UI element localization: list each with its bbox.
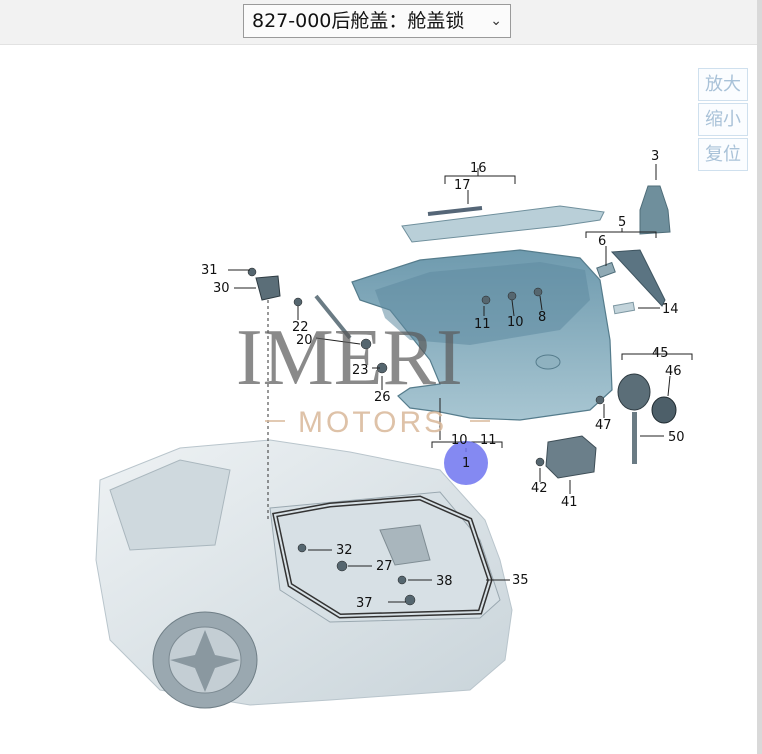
callout-38[interactable]: 38 xyxy=(436,574,453,589)
callout-37[interactable]: 37 xyxy=(356,596,373,611)
callout-41[interactable]: 41 xyxy=(561,495,578,510)
emblem-housing-illustration xyxy=(617,373,651,411)
callout-30[interactable]: 30 xyxy=(213,281,230,296)
reset-button[interactable]: 复位 xyxy=(698,138,748,171)
watermark-sub: MOTORS xyxy=(298,406,447,439)
callout-10a[interactable]: 10 xyxy=(507,315,524,330)
part-select-dropdown[interactable]: 827-000后舱盖：舱盖锁 ⌄ xyxy=(243,4,511,38)
callout-1-highlight[interactable] xyxy=(444,441,488,485)
callout-26[interactable]: 26 xyxy=(374,390,391,405)
gas-strut-illustration xyxy=(314,294,352,340)
callout-17[interactable]: 17 xyxy=(454,178,471,193)
callout-16[interactable]: 16 xyxy=(470,161,487,176)
zoom-out-button[interactable]: 缩小 xyxy=(698,103,748,136)
parts-diagram: IMERI MOTORS 16 17 3 5 6 14 31 30 22 20 … xyxy=(95,149,693,709)
callout-11a[interactable]: 11 xyxy=(474,317,491,332)
callout-42[interactable]: 42 xyxy=(531,481,548,496)
pad-illustration xyxy=(596,261,616,279)
callout-8[interactable]: 8 xyxy=(538,310,546,325)
watermark-brand: IMERI xyxy=(236,314,463,402)
emblem-illustration xyxy=(651,396,677,424)
callout-labels: 16 17 3 5 6 14 31 30 22 20 23 26 11 10 8… xyxy=(201,149,685,611)
rod-illustration xyxy=(632,412,637,464)
callout-50[interactable]: 50 xyxy=(668,430,685,445)
callout-10b[interactable]: 10 xyxy=(451,433,468,448)
scrollbar-track[interactable] xyxy=(757,0,762,754)
car-body-illustration xyxy=(95,439,513,709)
callout-14[interactable]: 14 xyxy=(662,302,679,317)
callout-46[interactable]: 46 xyxy=(665,364,682,379)
chevron-down-icon: ⌄ xyxy=(490,13,502,29)
callout-6[interactable]: 6 xyxy=(598,234,606,249)
top-toolbar: 827-000后舱盖：舱盖锁 ⌄ xyxy=(0,0,762,45)
callout-11b[interactable]: 11 xyxy=(480,433,497,448)
callout-47[interactable]: 47 xyxy=(595,418,612,433)
callout-22[interactable]: 22 xyxy=(292,320,309,335)
emblem-bar-illustration xyxy=(427,206,483,216)
hinge-illustration xyxy=(255,275,281,301)
handle-cover-illustration xyxy=(639,185,671,235)
tailgate-illustration xyxy=(351,249,613,421)
callout-1[interactable]: 1 xyxy=(462,456,470,471)
part-select-value: 827-000后舱盖：舱盖锁 xyxy=(252,10,465,32)
callout-27[interactable]: 27 xyxy=(376,559,393,574)
leader-lines xyxy=(228,164,693,603)
callout-3[interactable]: 3 xyxy=(651,149,659,164)
callout-20[interactable]: 20 xyxy=(296,333,313,348)
trim-strip-illustration xyxy=(401,205,605,243)
pad-14-illustration xyxy=(612,301,636,315)
callout-45[interactable]: 45 xyxy=(652,346,669,361)
callout-32[interactable]: 32 xyxy=(336,543,353,558)
zoom-in-button[interactable]: 放大 xyxy=(698,68,748,101)
seal-illustration xyxy=(610,249,666,307)
callout-5[interactable]: 5 xyxy=(618,215,626,230)
lock-illustration xyxy=(545,435,597,479)
callout-35[interactable]: 35 xyxy=(512,573,529,588)
callout-31[interactable]: 31 xyxy=(201,263,218,278)
callout-23[interactable]: 23 xyxy=(352,363,369,378)
